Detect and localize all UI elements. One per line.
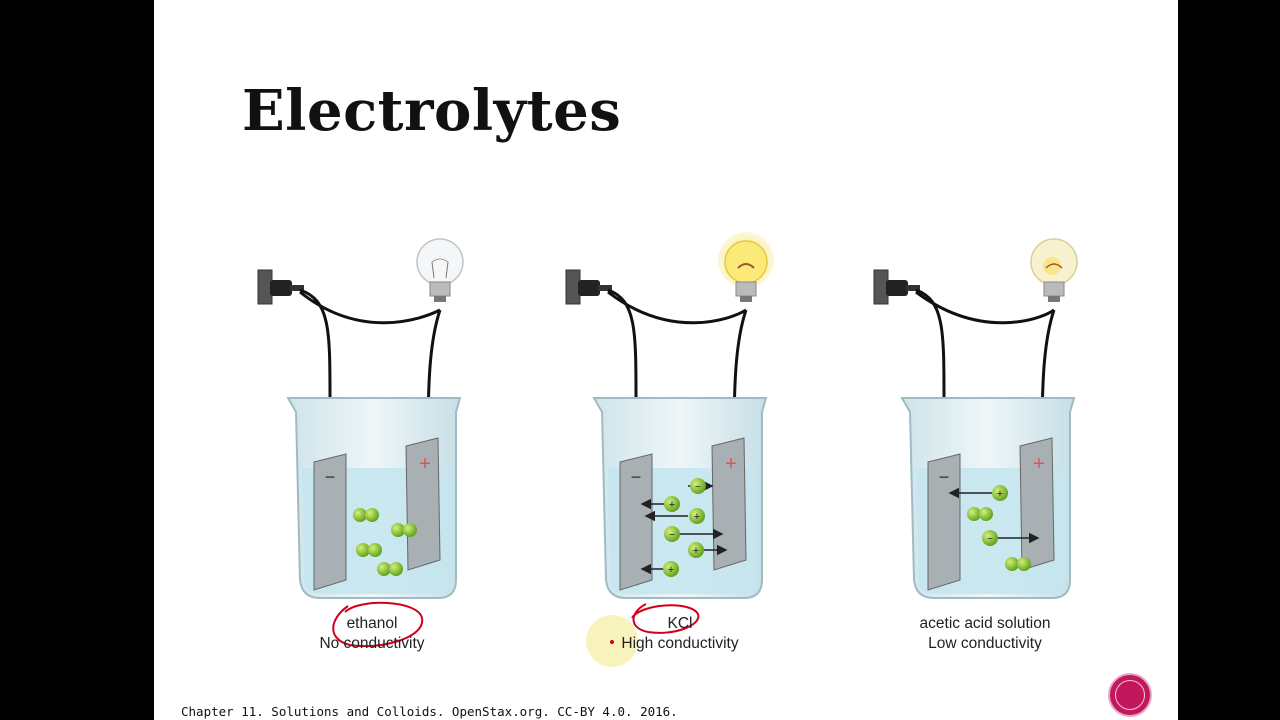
power-plug-icon <box>565 269 612 305</box>
svg-text:+: + <box>669 499 675 511</box>
svg-text:−: − <box>695 482 701 493</box>
positive-sign: + <box>725 453 737 475</box>
light-bulb-dim-icon <box>1030 238 1078 302</box>
solution-name: ethanol <box>346 615 398 632</box>
negative-sign: − <box>631 467 642 487</box>
cursor-dot <box>610 640 614 644</box>
slide-title: Electrolytes <box>242 78 622 144</box>
annotation-circle-ethanol <box>332 601 424 648</box>
light-bulb-off-icon <box>416 238 464 302</box>
slide-page <box>154 0 1178 720</box>
acetic-acid-particles: + − <box>948 485 1040 571</box>
beaker-setup-ethanol: − + <box>257 238 464 599</box>
power-plug-icon <box>257 269 304 305</box>
conductivity-label: No conductivity <box>319 635 425 652</box>
light-bulb-bright-icon <box>718 232 774 302</box>
wire <box>299 288 332 455</box>
beaker-caption-ethanol: ethanol No conductivity <box>300 614 444 654</box>
positive-electrode <box>1019 437 1055 571</box>
ethanol-molecules <box>353 508 417 576</box>
wire <box>607 290 747 325</box>
wire <box>915 290 1055 325</box>
wire <box>607 288 638 455</box>
wire <box>299 290 441 325</box>
conductivity-label: Low conductivity <box>928 635 1042 652</box>
kcl-ions: − + + − + + <box>640 478 728 577</box>
beaker-caption-kcl: KCl High conductivity <box>604 614 756 654</box>
svg-text:+: + <box>694 511 700 523</box>
power-plug-icon <box>873 269 920 305</box>
negative-electrode <box>313 453 347 591</box>
positive-sign: + <box>419 453 431 475</box>
beaker-caption-acetic-acid: acetic acid solution Low conductivity <box>900 614 1070 654</box>
svg-text:+: + <box>668 564 674 576</box>
annotation-circle-kcl <box>631 603 700 634</box>
solution-name: KCl <box>667 615 693 632</box>
slide-nav-button[interactable] <box>1108 673 1152 717</box>
negative-sign: − <box>939 467 950 487</box>
svg-text:+: + <box>693 545 699 557</box>
svg-text:+: + <box>997 488 1003 500</box>
svg-text:−: − <box>987 534 993 545</box>
slide-footer-citation: Chapter 11. Solutions and Colloids. Open… <box>181 704 678 719</box>
svg-text:−: − <box>669 530 675 541</box>
beaker-setup-acetic-acid: − + + − <box>873 238 1078 599</box>
wire <box>915 288 946 455</box>
conductivity-label: High conductivity <box>621 635 739 652</box>
beaker-setup-kcl: − + − + + − + + <box>565 232 774 599</box>
solution-name: acetic acid solution <box>919 615 1051 632</box>
positive-sign: + <box>1033 453 1045 475</box>
negative-electrode <box>619 453 653 591</box>
negative-sign: − <box>325 467 336 487</box>
